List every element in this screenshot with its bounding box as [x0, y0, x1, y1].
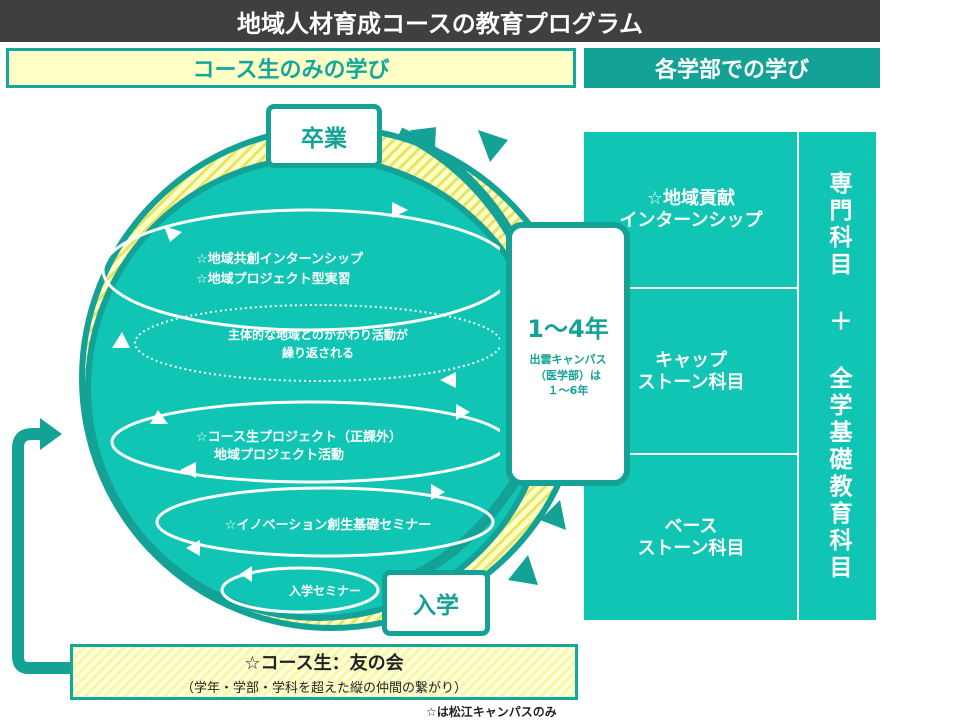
loop-arrow — [112, 332, 130, 348]
grid-cell-basestone: ベース ストーン科目 — [637, 515, 745, 560]
tab-course-only: コース生のみの学び — [6, 48, 576, 88]
grid-cell-capstone: キャップ ストーン科目 — [637, 349, 745, 394]
loop-arrow — [186, 540, 200, 556]
loop-arrow — [456, 404, 470, 420]
loop-dotted — [134, 304, 500, 382]
friends-box: ☆コース生：友の会 （学年・学部・学科を超えた縦の仲間の繋がり） — [70, 644, 578, 700]
loop-3-text: ☆イノベーション創生基礎セミナー — [224, 518, 432, 533]
loop-arrow — [240, 566, 252, 582]
loop-arrow — [180, 462, 196, 478]
loop-arrow — [392, 202, 408, 218]
tab-faculty: 各学部での学び — [584, 48, 880, 88]
outer-arrowhead-2 — [409, 127, 436, 154]
return-path — [12, 428, 70, 674]
outer-arrowhead-3 — [508, 555, 538, 585]
entrance-badge: 入学 — [382, 570, 490, 636]
loop-3 — [155, 486, 495, 558]
loop-1-line-1: ☆地域共創インターンシップ — [196, 252, 364, 267]
loop-2 — [110, 400, 500, 484]
loop-1 — [101, 208, 500, 332]
return-arrowhead — [40, 418, 62, 450]
graduation-badge: 卒業 — [266, 104, 382, 168]
friends-sub: （学年・学部・学科を超えた縦の仲間の繋がり） — [180, 680, 467, 696]
years-box: 1～4年 出雲キャンパス （医学部）は １～6年 — [506, 222, 630, 486]
loop-2-line-2: 地域プロジェクト活動 — [214, 448, 345, 463]
friends-main: ☆コース生：友の会 — [244, 652, 404, 674]
outer-arrowhead-1 — [478, 130, 508, 162]
years-main: 1～4年 — [527, 314, 609, 343]
title-bar: 地域人材育成コースの教育プログラム — [0, 0, 880, 42]
years-sub: 出雲キャンパス （医学部）は １～6年 — [529, 352, 607, 398]
right-grid-bg — [584, 132, 876, 620]
loop-arrow — [431, 484, 445, 500]
grid-vertical-column: 専門科目 ＋ 全学基礎教育科目 — [800, 132, 876, 620]
footnote: ☆は松江キャンパスのみ — [426, 705, 557, 719]
grid-cell-internship: ☆地域貢献 インターンシップ — [619, 187, 763, 232]
loop-arrow — [440, 372, 456, 388]
loop-4-text: 入学セミナー — [288, 584, 361, 598]
dotted-loop-text: 主体的な地域とのかかわり活動が 繰り返される — [228, 328, 408, 360]
loop-arrow — [164, 226, 182, 242]
loop-2-line-1: ☆コース生プロジェクト（正課外） — [196, 430, 403, 445]
inner-disc — [85, 155, 551, 621]
vertical-subjects-text: 専門科目 ＋ 全学基礎教育科目 — [825, 170, 851, 582]
outer-arrowhead-4 — [540, 500, 566, 530]
loop-arrow — [150, 410, 168, 424]
loop-4 — [220, 566, 380, 614]
loop-1-line-2: ☆地域プロジェクト型実習 — [196, 272, 351, 287]
